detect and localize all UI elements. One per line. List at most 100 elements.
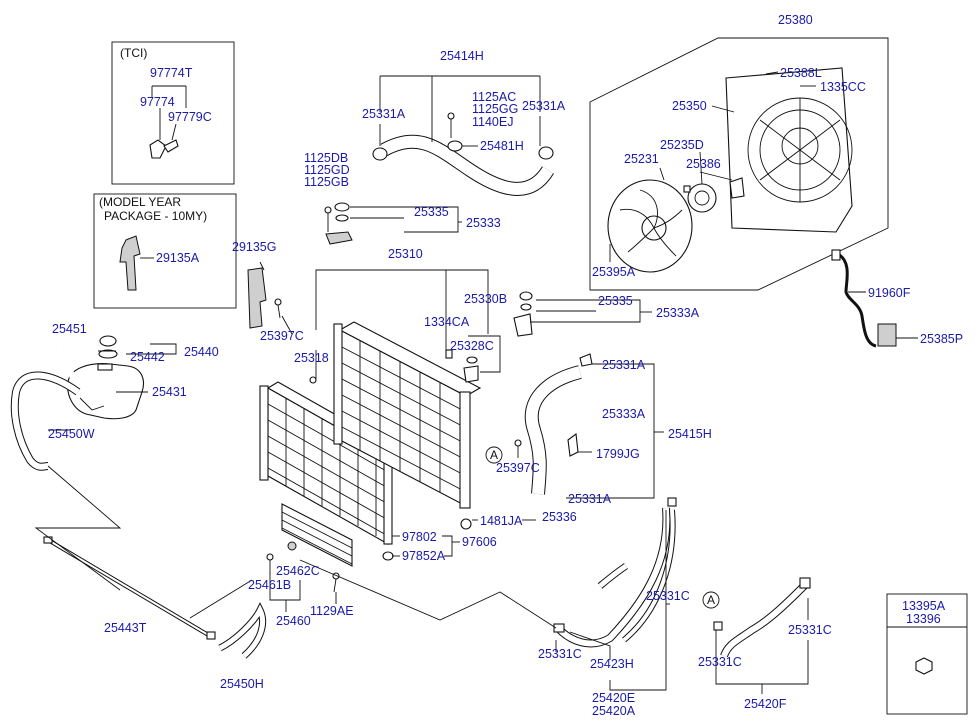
label-25451: 25451	[52, 322, 87, 336]
label-97606: 97606	[462, 535, 497, 549]
label-25481h: 25481H	[480, 139, 524, 153]
label-model-year-2: PACKAGE - 10MY)	[104, 209, 207, 223]
radiator	[333, 321, 482, 509]
label-1125ac: 1125AC	[472, 90, 516, 104]
fan-blade	[607, 179, 693, 273]
label-97774: 97774	[140, 95, 175, 109]
model-year-inset-box	[93, 193, 237, 309]
label-97774t: 97774T	[150, 66, 193, 80]
tci-clip-part	[149, 85, 187, 159]
label-25462c: 25462C	[276, 564, 320, 578]
label-97779c: 97779C	[168, 110, 212, 124]
label-1799jg: 1799JG	[596, 447, 640, 461]
bracket-29135a	[119, 235, 154, 291]
fan-shroud-box	[589, 37, 889, 291]
fan-wiring-91960f	[831, 249, 897, 348]
label-25397c-a: 25397C	[260, 329, 304, 343]
label-25331c-b: 25331C	[538, 647, 582, 661]
fan-shroud	[725, 67, 853, 233]
callout-labels: (TCI) 97774T 97774 97779C (MODEL YEAR PA…	[48, 13, 963, 718]
label-1335cc: 1335CC	[820, 80, 866, 94]
label-25235d: 25235D	[660, 138, 704, 152]
fasteners	[266, 112, 593, 593]
label-25431: 25431	[152, 385, 187, 399]
label-25440: 25440	[184, 345, 219, 359]
hose-25420f	[713, 577, 811, 658]
label-1140ej: 1140EJ	[472, 115, 513, 129]
label-25386: 25386	[686, 157, 721, 171]
label-25461b: 25461B	[248, 578, 291, 592]
label-25331a-c: 25331A	[602, 358, 646, 372]
label-25336: 25336	[542, 510, 577, 524]
label-25328c: 25328C	[450, 339, 494, 353]
label-circle-a-2: A	[707, 593, 715, 607]
label-25333a-b: 25333A	[602, 407, 646, 421]
label-25385p: 25385P	[920, 332, 963, 346]
label-97802: 97802	[402, 530, 437, 544]
label-25331c-d: 25331C	[698, 655, 742, 669]
tci-inset-box	[111, 41, 235, 185]
label-13396: 13396	[906, 612, 941, 626]
hose-25443t	[43, 536, 216, 640]
label-25350: 25350	[672, 99, 707, 113]
label-25330b: 25330B	[464, 292, 507, 306]
label-circle-a-1: A	[490, 448, 498, 462]
oil-cooler	[281, 503, 353, 567]
label-25443t: 25443T	[104, 621, 147, 635]
label-97852a: 97852A	[402, 549, 446, 563]
label-25388l: 25388L	[780, 66, 822, 80]
label-1129ae: 1129AE	[310, 604, 354, 618]
label-25450h: 25450H	[220, 677, 264, 691]
hose-lower-25415h	[524, 365, 582, 495]
label-29135a: 29135A	[156, 251, 200, 265]
label-1125gg: 1125GG	[472, 102, 518, 116]
label-25231: 25231	[624, 152, 659, 166]
fan-motor	[683, 177, 745, 213]
label-25420a: 25420A	[592, 704, 636, 718]
label-1125gb: 1125GB	[304, 175, 349, 189]
label-25423h: 25423H	[590, 657, 634, 671]
circle-marker-a-1	[485, 446, 503, 464]
label-25442: 25442	[130, 350, 165, 364]
label-91960f: 91960F	[868, 286, 911, 300]
label-25395a: 25395A	[592, 265, 636, 279]
label-tci: (TCI)	[120, 46, 147, 60]
reservoir-cap	[98, 335, 118, 359]
nut-13395a	[915, 657, 933, 675]
label-25333a-a: 25333A	[656, 306, 700, 320]
label-1125gd: 1125GD	[304, 163, 350, 177]
label-29135g: 29135G	[232, 240, 276, 254]
label-25331c-c: 25331C	[788, 623, 832, 637]
label-25335-a: 25335	[414, 205, 449, 219]
leader-25450h	[189, 579, 253, 619]
leader-25450w	[34, 465, 122, 591]
label-25331c-a: 25331C	[646, 589, 690, 603]
label-25460: 25460	[276, 614, 311, 628]
label-25335-b: 25335	[598, 294, 633, 308]
label-25414h: 25414H	[440, 49, 484, 63]
label-25318: 25318	[294, 351, 329, 365]
circle-marker-a-2	[702, 591, 720, 609]
label-25397c-b: 25397C	[496, 461, 540, 475]
label-13395a: 13395A	[902, 599, 946, 613]
label-25380: 25380	[778, 13, 813, 27]
label-25450w: 25450W	[48, 427, 95, 441]
label-25331a-a: 25331A	[362, 107, 406, 121]
label-1481ja: 1481JA	[480, 514, 523, 528]
label-1125db: 1125DB	[304, 151, 348, 165]
leader-lines	[48, 71, 918, 694]
label-model-year-1: (MODEL YEAR	[99, 195, 181, 209]
label-1334ca: 1334CA	[424, 315, 470, 329]
label-25331a-b: 25331A	[522, 99, 566, 113]
label-25420e: 25420E	[592, 691, 635, 705]
hose-25450h	[218, 602, 267, 659]
hose-upper-25414h	[372, 134, 554, 196]
label-25310: 25310	[388, 247, 423, 261]
hose-25450w	[10, 371, 81, 471]
nut-inset-box	[886, 593, 968, 715]
label-25420f: 25420F	[744, 697, 787, 711]
label-25331a-d: 25331A	[568, 492, 612, 506]
reservoir-tank	[67, 363, 145, 420]
